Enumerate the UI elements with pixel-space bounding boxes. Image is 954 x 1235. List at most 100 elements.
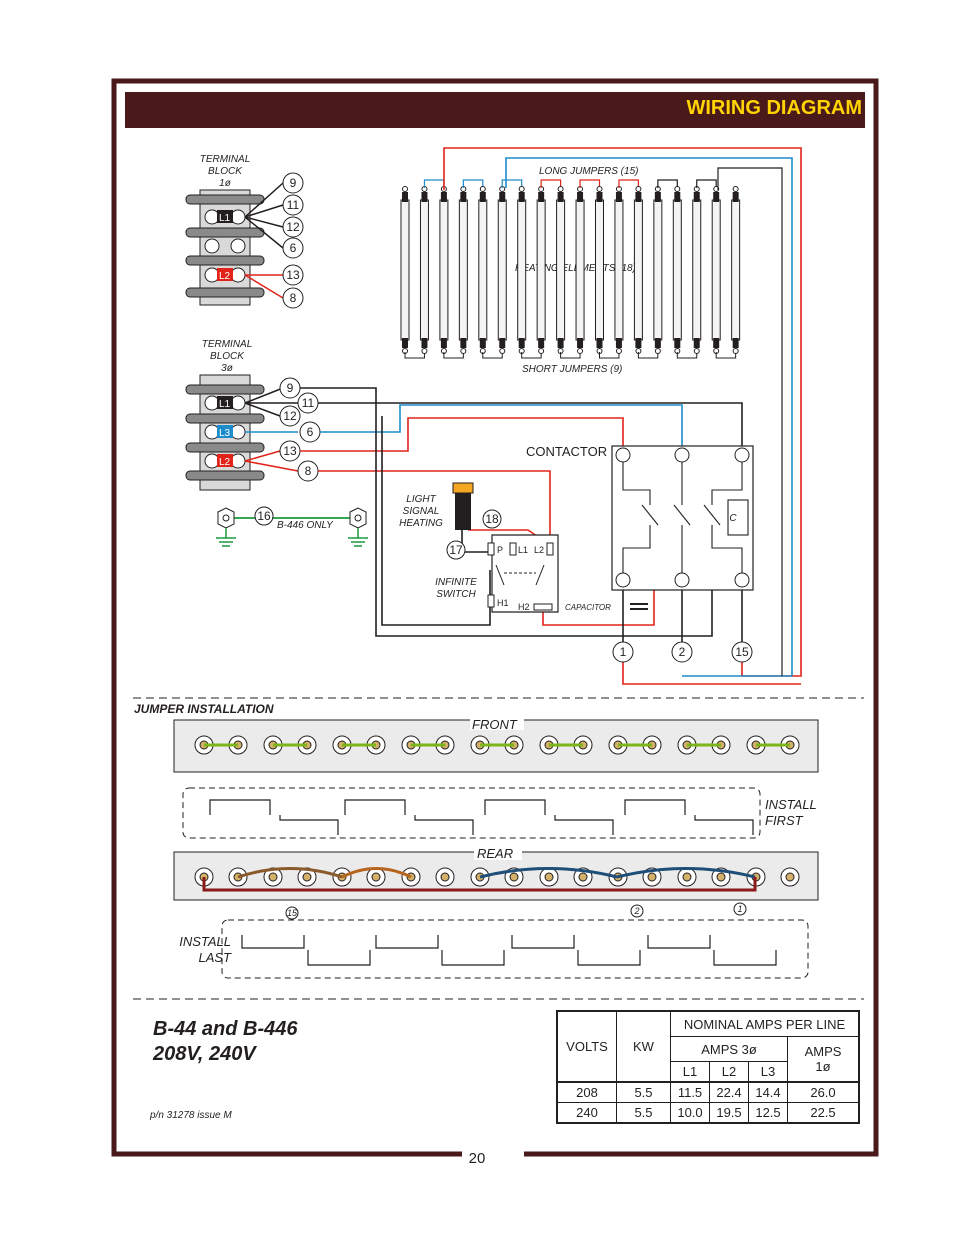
jumper-installation-title: JUMPER INSTALLATION [134, 702, 274, 716]
tb1-wire-13: 13 [286, 268, 300, 282]
install-first-line1: INSTALL [765, 797, 817, 812]
tb3-wire-11: 11 [302, 396, 315, 410]
light-label-line3: HEATING [399, 518, 443, 529]
heating-element [595, 186, 620, 359]
heating-element [536, 179, 562, 354]
row2-kw: 5.5 [616, 1102, 671, 1124]
heating-element [497, 179, 523, 354]
jumper-installation: JUMPER INSTALLATION FRONT INSTALL FIRST … [134, 702, 819, 979]
heating-element [731, 186, 741, 354]
contactor-output-1: 1 [620, 645, 627, 659]
terminal-lug [677, 735, 697, 755]
heating-elements: LONG JUMPERS (15) HEATING ELEMENTS (18) … [400, 166, 741, 375]
rear-marker-15: 15 [287, 908, 298, 918]
th-amps-1-line1: AMPS [804, 1044, 842, 1059]
heating-element [478, 186, 503, 359]
page-title: WIRING DIAGRAM [686, 97, 862, 119]
terminal-lug [539, 867, 559, 887]
th-l3: L3 [748, 1061, 788, 1083]
tb3-wire-9: 9 [287, 381, 294, 395]
tb1-wire-9: 9 [290, 176, 297, 190]
rear-marker-1: 1 [737, 904, 742, 914]
th-volts: VOLTS [556, 1010, 617, 1083]
row1-l1: 11.5 [670, 1081, 710, 1103]
row1-l3: 14.4 [748, 1081, 788, 1103]
switch-term-l1: L1 [518, 545, 528, 555]
row1-a1: 26.0 [787, 1081, 860, 1103]
light-wire-18: 18 [485, 512, 499, 526]
terminal-lug [366, 867, 386, 887]
th-kw: KW [616, 1010, 671, 1083]
heating-element [692, 179, 717, 354]
page-number: 20 [462, 1150, 492, 1167]
tb3-l1: L1 [219, 399, 231, 410]
long-jumpers-label: LONG JUMPERS (15) [539, 166, 638, 177]
heating-element [711, 186, 737, 359]
th-amps-1: AMPS 1ø [787, 1036, 860, 1083]
tb1-l2: L2 [219, 271, 231, 282]
heating-element [439, 186, 464, 359]
row1-kw: 5.5 [616, 1081, 671, 1103]
tb3-wire-13: 13 [283, 444, 297, 458]
terminal-lug [677, 867, 697, 887]
heating-element [672, 186, 698, 359]
tb1-wire-8: 8 [290, 291, 297, 305]
contactor-output-2: 2 [679, 645, 686, 659]
terminal-lug [780, 867, 800, 887]
heating-element [614, 179, 639, 354]
ground-note: B-446 ONLY [277, 520, 334, 531]
heating-element [556, 186, 581, 359]
tb3-l3: L3 [219, 428, 231, 439]
tb1-label-line3: 1ø [219, 178, 231, 189]
title-bar [125, 92, 865, 128]
tb3-wire-6: 6 [307, 425, 314, 439]
model-line1: B-44 and B-446 [153, 1018, 298, 1040]
tb3-wire-8: 8 [305, 464, 312, 478]
heating-element [633, 186, 659, 359]
tb1-l1: L1 [219, 213, 231, 224]
row2-l3: 12.5 [748, 1102, 788, 1124]
heating-element [653, 179, 678, 354]
tb3-l2: L2 [219, 457, 231, 468]
install-last-line2: LAST [198, 950, 232, 965]
th-l1: L1 [670, 1061, 710, 1083]
terminal-lug [297, 867, 317, 887]
part-number: p/n 31278 issue M [150, 1110, 232, 1121]
tb1-label-line1: TERMINAL [200, 154, 251, 165]
switch-term-l2: L2 [534, 545, 544, 555]
row1-l2: 22.4 [709, 1081, 749, 1103]
terminal-block-1ph: TERMINAL BLOCK 1ø L1 L2 [185, 154, 304, 309]
contactor-label: CONTACTOR [526, 444, 607, 459]
infinite-switch: INFINITE SWITCH P L1 L2 H1 H2 CAPACITOR [435, 534, 648, 613]
row2-l1: 10.0 [670, 1102, 710, 1124]
ground-wire: 16 B-446 ONLY [216, 506, 368, 547]
terminal-block-3ph: TERMINAL BLOCK 3ø L1 L3 L2 [185, 339, 321, 491]
tb3-label-line2: BLOCK [210, 351, 245, 362]
tb1-wire-11: 11 [287, 198, 300, 212]
row2-volts: 240 [556, 1102, 617, 1124]
light-label-line2: SIGNAL [403, 506, 440, 517]
capacitor-label: CAPACITOR [565, 603, 611, 612]
install-first-line2: FIRST [765, 813, 804, 828]
switch-term-h2: H2 [518, 602, 530, 612]
row1-volts: 208 [556, 1081, 617, 1103]
heating-elements-label: HEATING ELEMENTS (18) [515, 263, 636, 274]
th-amps: NOMINAL AMPS PER LINE [670, 1010, 860, 1037]
contactor: CONTACTOR C 1 2 15 [526, 444, 754, 663]
th-amps-1-line2: 1ø [815, 1059, 831, 1074]
terminal-lug [435, 867, 455, 887]
tb1-wire-6: 6 [290, 241, 297, 255]
install-last-line1: INSTALL [179, 934, 231, 949]
tb3-label-line3: 3ø [221, 363, 233, 374]
contactor-output-15: 15 [735, 645, 749, 659]
rear-marker-2: 2 [633, 906, 639, 916]
th-amps-3: AMPS 3ø [670, 1036, 788, 1062]
light-wire-17: 17 [449, 543, 463, 557]
signal-light: LIGHT SIGNAL HEATING 18 17 [399, 482, 502, 560]
contactor-coil: C [729, 513, 737, 524]
ground-wire-16: 16 [257, 509, 271, 523]
heating-element [400, 186, 425, 359]
short-jumpers-label: SHORT JUMPERS (9) [522, 364, 622, 375]
heating-element [575, 179, 601, 354]
